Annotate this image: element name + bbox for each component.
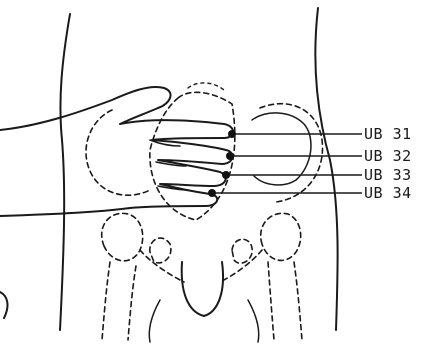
gluteal-line-left: [182, 262, 204, 316]
label-ub32: UB 32: [364, 147, 412, 165]
left-femur-inner: [128, 266, 136, 340]
point-ub32: UB 32: [226, 147, 412, 165]
torso-left-outline: [60, 14, 70, 330]
point-ub31: UB 31: [228, 125, 412, 143]
left-hip-joint: [102, 213, 143, 260]
label-ub34: UB 34: [364, 184, 412, 202]
pelvis-left-wing: [86, 110, 150, 195]
right-obturator: [232, 239, 252, 263]
inner-leg-right: [248, 300, 259, 342]
point-ub33: UB 33: [222, 166, 412, 184]
edge-stroke: [0, 292, 7, 318]
hand-outline: [0, 87, 233, 216]
acupoint-marker-ub33: [222, 171, 230, 179]
iliac-crest-right: [252, 113, 311, 185]
gluteal-line-right: [204, 262, 223, 316]
pelvis-right-wing: [260, 104, 323, 202]
point-ub34: UB 34: [208, 184, 412, 202]
left-obturator: [150, 238, 171, 263]
inner-leg-left: [149, 300, 160, 342]
acupoint-marker-ub32: [226, 152, 234, 160]
label-ub31: UB 31: [364, 125, 412, 143]
pubic-arch-left: [140, 250, 184, 282]
left-femur-shaft: [102, 262, 110, 340]
spine-top: [188, 83, 224, 90]
pubic-arch-right: [220, 250, 262, 282]
sacrum-outline: [150, 92, 235, 220]
right-femur-shaft: [268, 262, 274, 340]
right-hip-joint: [261, 213, 301, 260]
acupoint-marker-ub34: [208, 189, 216, 197]
label-ub33: UB 33: [364, 166, 412, 184]
right-femur-inner: [294, 262, 302, 340]
acupoint-marker-ub31: [228, 130, 236, 138]
